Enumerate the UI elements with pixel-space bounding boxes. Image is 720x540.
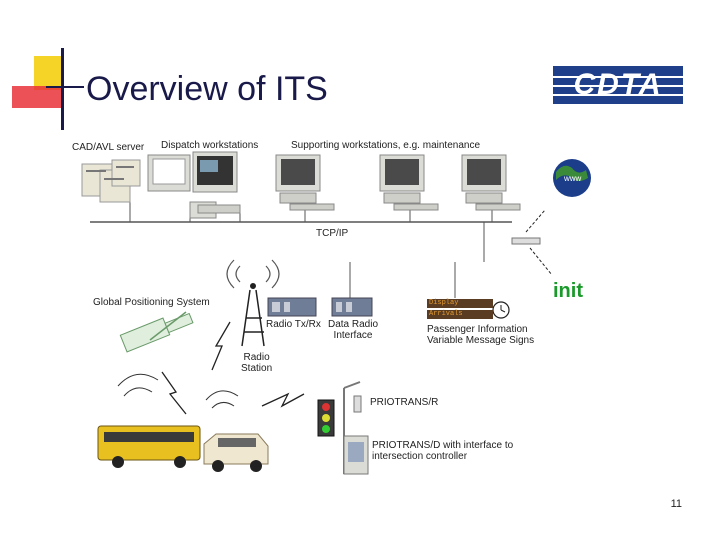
- deco-red-square: [12, 86, 64, 108]
- cad-avl-server-icon: [81, 159, 141, 203]
- van-icon: [203, 433, 269, 472]
- message-sign-1: Display: [427, 299, 493, 308]
- deco-vertical-line: [61, 48, 64, 130]
- priotrans-r-label: PRIOTRANS/R: [370, 397, 439, 408]
- radio-station-label: Radio Station: [241, 352, 273, 374]
- message-sign-2: Arrivals: [427, 310, 493, 319]
- deco-horizontal-line: [46, 86, 84, 88]
- deco-yellow-square: [34, 56, 64, 90]
- wireless-link-icon: [161, 371, 187, 415]
- data-radio-interface-label: Data Radio Interface: [328, 319, 379, 341]
- init-logo: init: [553, 280, 583, 302]
- radio-txrx-icon: [267, 297, 317, 317]
- supporting-workstation-icon: [461, 154, 521, 211]
- globe-icon: [553, 159, 591, 197]
- radio-tower-icon: [226, 259, 280, 347]
- priotrans-r-box-icon: [353, 395, 362, 413]
- cdta-logo: CDTA: [553, 66, 683, 104]
- dispatch-workstations-label: Dispatch workstations: [161, 140, 259, 151]
- www-label: www: [564, 174, 582, 183]
- router-icon: [511, 237, 541, 245]
- wireless-link-icon: [261, 392, 305, 408]
- wireless-link-icon: [211, 321, 231, 371]
- gps-satellite-icon: [119, 311, 194, 353]
- priotrans-d-label: PRIOTRANS/D with interface to intersecti…: [372, 440, 514, 462]
- supporting-workstation-icon: [379, 154, 439, 211]
- priotrans-d-cabinet-icon: [343, 435, 369, 475]
- dispatch-workstation-icon: [147, 151, 241, 219]
- cad-avl-server-label: CAD/AVL server: [72, 142, 145, 153]
- passenger-info-clock-icon: [492, 301, 510, 319]
- traffic-light-icon: [317, 399, 335, 437]
- radio-txrx-label: Radio Tx/Rx: [266, 319, 321, 330]
- logo-text: CDTA: [573, 68, 663, 101]
- supporting-workstation-icon: [275, 154, 335, 211]
- tcp-ip-label: TCP/IP: [316, 228, 349, 239]
- supporting-workstations-label: Supporting workstations, e.g. maintenanc…: [291, 140, 480, 151]
- data-radio-interface-icon: [331, 297, 373, 317]
- bus-icon: [97, 425, 201, 468]
- page-number: 11: [670, 498, 682, 510]
- gps-label: Global Positioning System: [93, 297, 210, 308]
- passenger-info-label: Passenger Information Variable Message S…: [427, 324, 535, 346]
- antenna-waves-icon: [117, 373, 239, 409]
- slide-title: Overview of ITS: [86, 70, 328, 108]
